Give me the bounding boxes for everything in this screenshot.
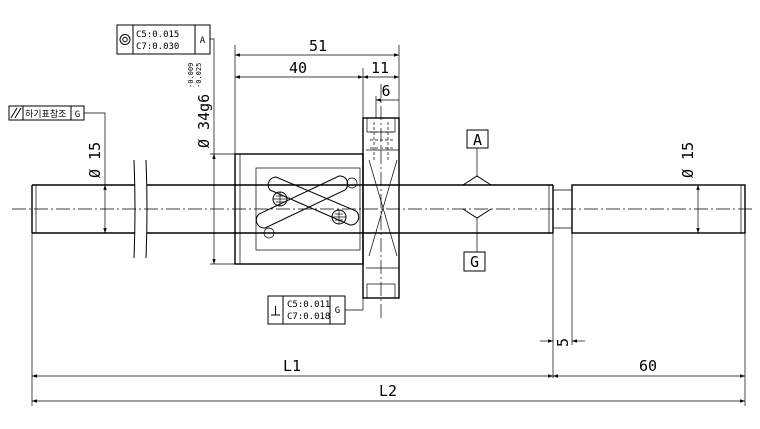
dimension-11: 11 — [363, 59, 399, 79]
dimension-shaft-diameter-left: Ø 15 — [86, 142, 107, 233]
dim-nut-length: 40 — [289, 59, 307, 77]
dim-end-length: 60 — [639, 357, 657, 375]
parallelism-icon — [10, 107, 22, 119]
dim-flange-thickness: 6 — [381, 82, 390, 100]
dimension-5: 5 — [540, 233, 585, 378]
concentricity-datum: A — [200, 36, 206, 46]
return-tube — [255, 175, 360, 229]
dim-l1: L1 — [283, 357, 301, 375]
dim-flange-length: 51 — [309, 37, 327, 55]
concentricity-icon — [119, 34, 131, 45]
concentricity-line2: C7:0.030 — [136, 42, 179, 52]
dimension-6: 6 — [375, 82, 399, 118]
parallelism-label: 하기표참조 — [25, 109, 66, 120]
dim-gap: 5 — [554, 338, 572, 347]
dimension-shaft-diameter-right: Ø 15 — [679, 142, 700, 233]
dim-shaft-diameter-right: Ø 15 — [679, 142, 697, 178]
dimension-60: 60 — [553, 233, 746, 406]
dim-nut-tol-upper: -0.009 — [187, 63, 195, 88]
ball-nut — [234, 153, 364, 265]
concentricity-line1: C5:0.015 — [136, 30, 179, 40]
parallelism-frame: 하기표참조 G — [8, 105, 106, 185]
dimension-40: 40 — [235, 59, 364, 118]
perpendicularity-icon — [271, 306, 280, 316]
dim-flange-width: 11 — [371, 59, 389, 77]
perpendicularity-line1: C5:0.011 — [287, 300, 330, 310]
dimension-51: 51 — [234, 37, 400, 154]
datum-g-label: G — [470, 253, 479, 271]
perpendicularity-line2: C7:0.018 — [287, 312, 330, 322]
dim-nut-tol-lower: -0.025 — [195, 63, 203, 88]
dim-l2: L2 — [379, 382, 397, 400]
dim-shaft-diameter-left: Ø 15 — [86, 142, 104, 178]
dimension-l2: L2 — [32, 382, 745, 403]
datum-a: A — [462, 129, 492, 186]
shaft-journal — [571, 184, 746, 234]
nut-flange — [362, 84, 400, 320]
dimension-nut-diameter: Ø 34g6 -0.009 -0.025 — [187, 63, 235, 265]
parallelism-datum: G — [75, 110, 80, 120]
concentricity-frame: C5:0.015 C7:0.030 A — [116, 24, 215, 154]
datum-a-label: A — [473, 131, 482, 149]
perpendicularity-frame: C5:0.011 C7:0.018 G — [267, 295, 364, 325]
shaft-break-mark — [133, 159, 136, 259]
tube-clamp-screw-icon — [272, 191, 288, 207]
dim-nut-diameter: Ø 34g6 — [195, 94, 213, 148]
datum-g: G — [462, 208, 492, 272]
perpendicularity-datum: G — [335, 306, 340, 316]
screw-shaft — [31, 159, 746, 259]
tube-clamp-screw-icon — [331, 209, 347, 225]
dimension-l1: L1 — [31, 233, 553, 406]
